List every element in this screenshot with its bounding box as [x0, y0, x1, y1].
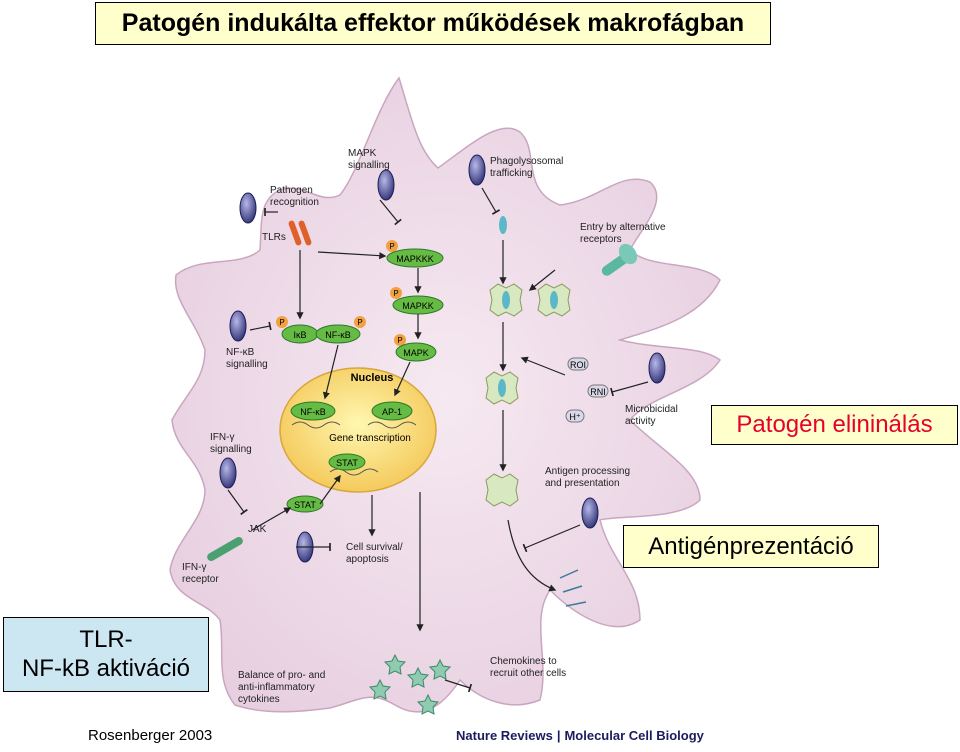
svg-text:activity: activity — [625, 416, 656, 427]
label-nfkb-signalling: NF-κB — [226, 347, 255, 358]
antigen-presentation-text: Antigénprezentáció — [648, 533, 854, 560]
svg-text:signalling: signalling — [226, 359, 268, 370]
label-chemokines: Chemokines to — [490, 656, 557, 667]
label-tlrs: TLRs — [262, 232, 286, 243]
label-balance: Balance of pro- and — [238, 670, 325, 681]
svg-text:AP-1: AP-1 — [382, 407, 402, 417]
ikb-nfkb-complex: P P IκB NF-κB — [276, 316, 366, 344]
journal-credit: Nature Reviews|Molecular Cell Biology — [456, 728, 704, 743]
svg-text:MAPK: MAPK — [403, 348, 429, 358]
svg-text:P: P — [393, 289, 398, 298]
svg-text:recruit other cells: recruit other cells — [490, 668, 566, 679]
label-antigen-processing: Antigen processing — [545, 466, 630, 477]
nucleus-label: Nucleus — [351, 372, 394, 384]
tlr-receptors — [288, 220, 312, 246]
svg-text:and presentation: and presentation — [545, 478, 620, 489]
svg-text:apoptosis: apoptosis — [346, 554, 389, 565]
nucleus-stat: STAT — [328, 453, 366, 471]
svg-text:signalling: signalling — [348, 160, 390, 171]
svg-text:cytokines: cytokines — [238, 694, 280, 705]
svg-text:STAT: STAT — [294, 500, 316, 510]
label-phagolysosomal: Phagolysosomal — [490, 156, 563, 167]
tlr-callout-line2: NF-kB aktiváció — [21, 655, 191, 682]
slide-title-box: Patogén indukálta effektor működések mak… — [95, 2, 771, 45]
label-ifng-receptor: IFN-γ — [182, 562, 206, 573]
journal-name: Nature Reviews — [456, 728, 553, 743]
label-mapk-signalling: MAPK — [348, 148, 377, 159]
citation: Rosenberger 2003 — [88, 727, 213, 744]
alternative-receptor — [601, 243, 638, 276]
internalized-bacteria — [498, 216, 558, 397]
journal-section: Molecular Cell Biology — [564, 728, 704, 743]
svg-text:STAT: STAT — [336, 458, 358, 468]
label-jak: JAK — [248, 524, 267, 535]
svg-text:P: P — [357, 318, 362, 327]
svg-text:trafficking: trafficking — [490, 168, 533, 179]
svg-text:H⁺: H⁺ — [569, 412, 580, 422]
label-ifng-signalling: IFN-γ — [210, 432, 234, 443]
slide-title: Patogén indukálta effektor működések mak… — [121, 9, 745, 37]
diagram-labels: MAPK signalling Phagolysosomal trafficki… — [182, 148, 678, 705]
pathogen-bacteria — [219, 154, 666, 563]
svg-text:P: P — [389, 242, 394, 251]
svg-text:NF-κB: NF-κB — [325, 330, 351, 340]
label-pathogen-recognition: Pathogen — [270, 185, 313, 196]
nucleus-ap1: AP-1 — [371, 401, 413, 421]
pathogen-elimination-text: Patogén elininálás — [736, 411, 933, 438]
chemokine-stars — [368, 653, 452, 715]
nucleus-nfkb: NF-κB — [290, 401, 336, 421]
label-entry: Entry by alternative — [580, 222, 666, 233]
svg-text:NF-κB: NF-κB — [300, 407, 326, 417]
svg-text:P: P — [279, 318, 284, 327]
pathogen-elimination-callout: Patogén elininálás — [711, 405, 958, 445]
antigen-presentation-receptors — [559, 569, 587, 607]
svg-text:receptor: receptor — [182, 574, 219, 585]
svg-text:ROI: ROI — [570, 360, 586, 370]
svg-text:P: P — [397, 336, 402, 345]
pathway-arrows — [227, 187, 649, 693]
svg-text:MAPKKK: MAPKKK — [396, 254, 434, 264]
svg-text:recognition: recognition — [270, 197, 319, 208]
antigen-presentation-callout: Antigénprezentáció — [623, 525, 879, 568]
svg-text:IκB: IκB — [293, 330, 306, 340]
cytoplasm-stat: STAT — [286, 495, 324, 513]
svg-text:MAPKK: MAPKK — [402, 301, 434, 311]
svg-text:signalling: signalling — [210, 444, 252, 455]
tlr-activation-callout: TLR- NF-kB aktiváció — [3, 617, 209, 692]
nucleus — [279, 367, 437, 493]
mapkk-node: P MAPKK — [390, 287, 444, 315]
label-microbicidal: Microbicidal — [625, 404, 678, 415]
svg-text:RNI: RNI — [590, 387, 606, 397]
svg-text:receptors: receptors — [580, 234, 622, 245]
gene-transcription-label: Gene transcription — [329, 433, 411, 444]
macrophage-cell-body — [169, 76, 722, 713]
microbicidal-molecules: ROI RNI H⁺ — [565, 357, 609, 423]
label-cell-survival: Cell survival/ — [346, 542, 403, 553]
ifng-receptor — [207, 537, 243, 561]
svg-text:anti-inflammatory: anti-inflammatory — [238, 682, 315, 693]
tlr-callout-line1: TLR- — [79, 626, 133, 653]
